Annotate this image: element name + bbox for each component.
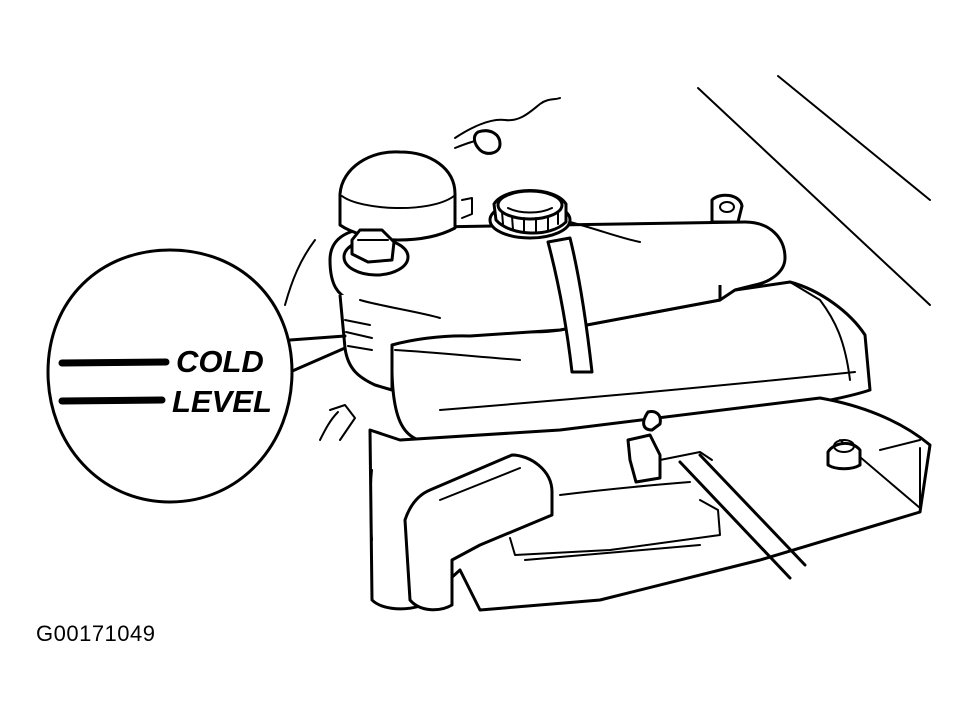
- support-rod: [678, 453, 807, 580]
- callout-label-level: LEVEL: [172, 384, 272, 419]
- housing-pin: [626, 410, 713, 484]
- figure-id: G00171049: [36, 621, 156, 646]
- right-bolt: [826, 439, 921, 471]
- level-callout: COLD LEVEL: [46, 248, 294, 504]
- lower-body: [319, 396, 932, 612]
- radiator-cap: [488, 189, 572, 240]
- cold-level-mark-lower: [58, 396, 166, 405]
- coolant-reservoir-tank: [328, 193, 787, 392]
- right-frame-line: [839, 439, 921, 509]
- hood-edge-lines: [697, 75, 931, 306]
- callout-leader: [288, 334, 347, 374]
- cold-level-mark-upper: [58, 358, 170, 367]
- background-edge: [284, 239, 316, 306]
- hose-behind-cap: [454, 97, 561, 155]
- round-dome-cap: [338, 150, 473, 242]
- lower-bracket: [403, 453, 721, 612]
- reservoir-cap: [342, 228, 410, 277]
- callout-label-cold: COLD: [176, 344, 264, 379]
